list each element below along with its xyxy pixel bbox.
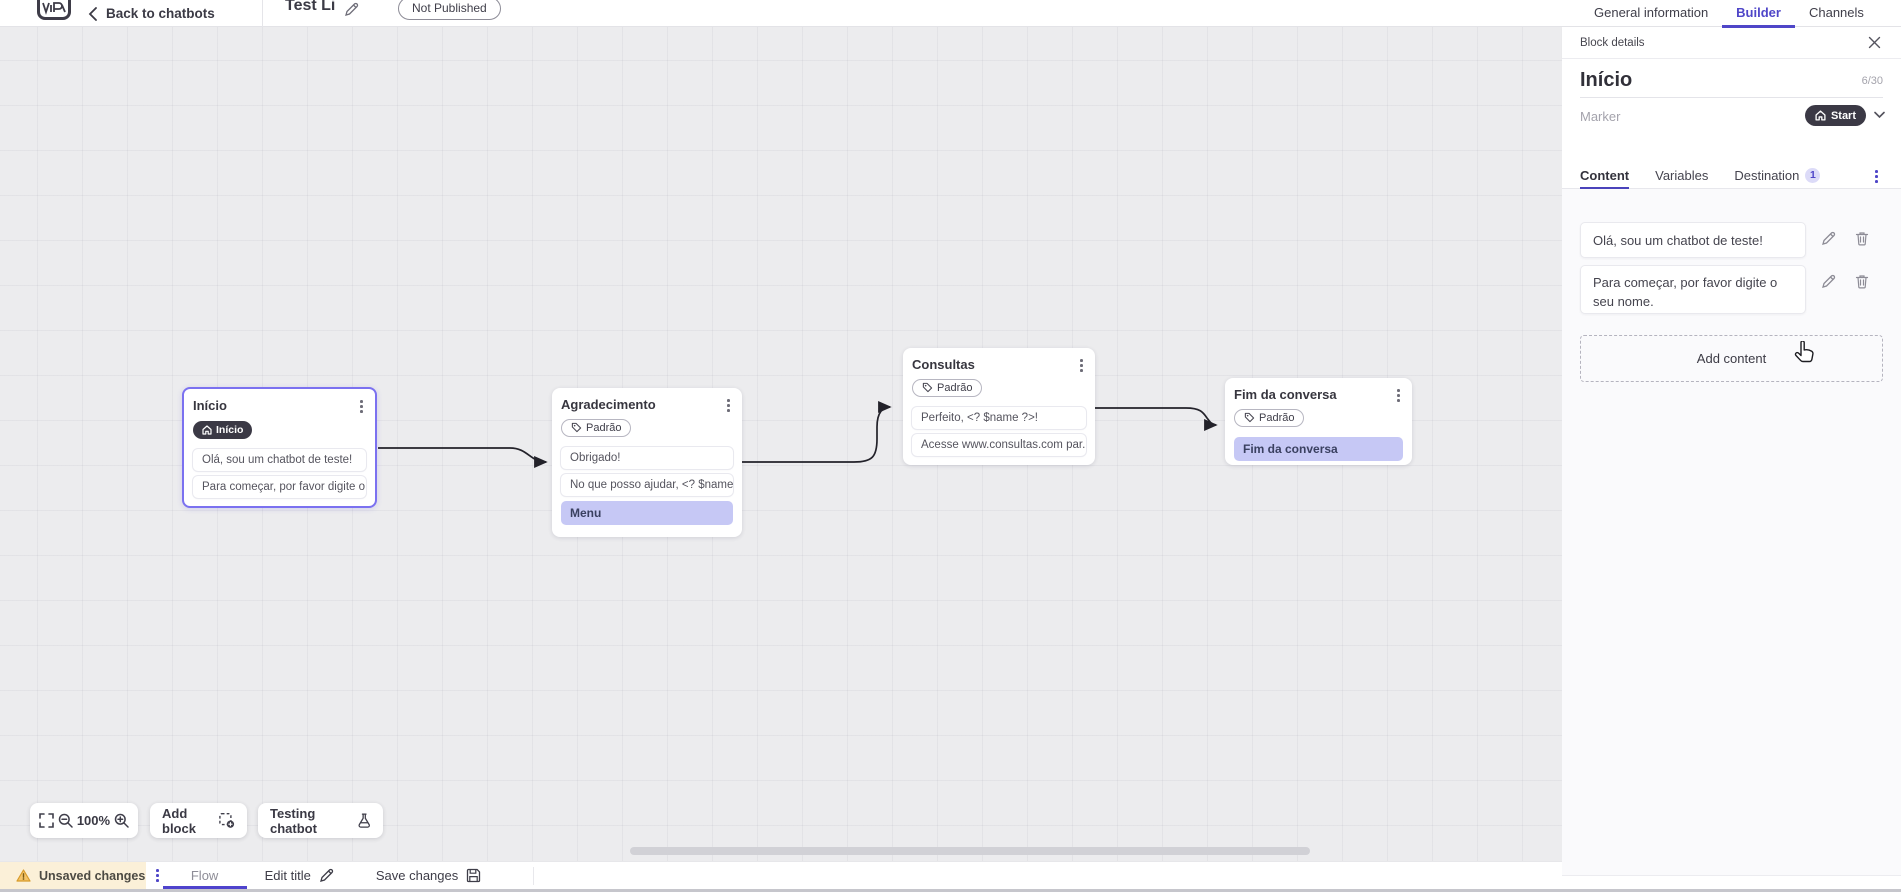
zoom-controls: 100% <box>30 803 138 838</box>
tag-icon <box>571 423 582 433</box>
edit-title-button[interactable]: Edit title <box>265 862 334 889</box>
edit-title-pencil-icon[interactable] <box>344 2 359 17</box>
node-title: Fim da conversa <box>1234 387 1337 402</box>
zoom-level: 100% <box>76 813 111 828</box>
node-message[interactable]: No que posso ajudar, <? $name ... <box>561 474 733 497</box>
marker-label: Marker <box>1580 109 1621 124</box>
tab-destination[interactable]: Destination 1 <box>1734 163 1821 189</box>
edit-message-icon[interactable] <box>1821 231 1836 246</box>
chevron-down-icon[interactable] <box>1874 111 1885 119</box>
save-icon <box>467 868 481 883</box>
statusbar-divider <box>533 866 535 885</box>
node-menu-icon[interactable] <box>1394 387 1403 404</box>
tag-badge: Padrão <box>1234 408 1305 427</box>
node-menu-icon[interactable] <box>724 397 733 414</box>
header-divider <box>262 0 263 27</box>
node-title: Início <box>193 398 227 413</box>
add-block-button[interactable]: Add block <box>150 803 247 838</box>
unsaved-changes-indicator: Unsaved changes <box>0 862 146 889</box>
tabs-menu-icon[interactable] <box>1872 168 1881 185</box>
save-changes-button[interactable]: Save changes <box>376 862 481 889</box>
home-icon <box>202 425 212 435</box>
horizontal-scrollbar[interactable] <box>630 847 1310 855</box>
flow-node-agradecimento[interactable]: Agradecimento Padrão Obrigado! No que po… <box>552 388 742 537</box>
tag-badge: Padrão <box>561 418 632 437</box>
node-button-end[interactable]: Fim da conversa <box>1234 437 1403 462</box>
start-marker-badge: Início <box>193 420 253 439</box>
tab-content[interactable]: Content <box>1580 163 1630 190</box>
status-badge: Not Published <box>398 0 501 20</box>
panel-footer <box>1562 875 1901 889</box>
block-name-input[interactable]: Início <box>1580 69 1633 91</box>
delete-message-icon[interactable] <box>1855 274 1869 289</box>
node-menu-icon[interactable] <box>1077 357 1086 374</box>
node-button-menu[interactable]: Menu <box>561 501 733 526</box>
app-logo-icon[interactable] <box>37 0 71 20</box>
close-icon[interactable] <box>1868 36 1881 49</box>
edit-message-icon[interactable] <box>1821 274 1836 289</box>
tab-channels[interactable]: Channels <box>1808 4 1864 20</box>
content-tab-panel: Olá, sou um chatbot de teste! Para começ… <box>1562 189 1901 892</box>
flow-node-fim[interactable]: Fim da conversa Padrão Fim da conversa <box>1225 378 1412 465</box>
marker-start-pill[interactable]: Start <box>1804 105 1866 126</box>
chatbot-title[interactable]: Test Li <box>285 0 336 14</box>
block-detail-tabs: Content Variables Destination 1 <box>1562 163 1901 190</box>
name-underline <box>1580 97 1883 98</box>
flow-node-consultas[interactable]: Consultas Padrão Perfeito, <? $name ?>! … <box>903 348 1095 465</box>
zoom-out-icon[interactable] <box>58 813 73 828</box>
node-message[interactable]: Perfeito, <? $name ?>! <box>912 407 1086 430</box>
node-menu-icon[interactable] <box>357 398 366 415</box>
tab-builder[interactable]: Builder <box>1722 0 1795 28</box>
node-message[interactable]: Para começar, por favor digite o ... <box>193 475 366 498</box>
back-to-chatbots-button[interactable]: Back to chatbots <box>88 0 215 27</box>
tag-icon <box>1244 413 1255 423</box>
message-card[interactable]: Para começar, por favor digite o seu nom… <box>1580 265 1806 314</box>
node-message[interactable]: Olá, sou um chatbot de teste! <box>193 448 366 471</box>
flask-icon <box>358 813 370 828</box>
destination-count-badge: 1 <box>1805 168 1821 183</box>
tab-variables[interactable]: Variables <box>1655 168 1709 183</box>
home-icon <box>1815 110 1826 121</box>
message-card[interactable]: Olá, sou um chatbot de teste! <box>1580 222 1806 258</box>
status-bar: Unsaved changes Flow Edit title Save cha… <box>0 861 1562 889</box>
node-title: Agradecimento <box>561 397 656 412</box>
fullscreen-icon[interactable] <box>39 813 54 828</box>
window-bottom-border <box>0 889 1901 892</box>
statusbar-menu-icon[interactable] <box>146 862 173 889</box>
block-details-bar: Block details <box>1562 27 1901 59</box>
back-label: Back to chatbots <box>106 6 215 21</box>
tab-general-information[interactable]: General information <box>1594 4 1709 20</box>
builder-tabs: General information Builder Channels <box>1562 0 1901 28</box>
tag-icon <box>922 383 933 393</box>
warning-icon <box>16 869 31 882</box>
node-message[interactable]: Acesse www.consultas.com par... <box>912 434 1086 457</box>
flow-canvas[interactable]: Início Início Olá, sou um chatbot de tes… <box>0 27 1562 861</box>
zoom-in-icon[interactable] <box>114 813 129 828</box>
add-block-icon <box>219 812 235 828</box>
tab-flow[interactable]: Flow <box>162 862 247 889</box>
testing-chatbot-button[interactable]: Testing chatbot <box>258 803 383 838</box>
pencil-icon <box>319 868 333 882</box>
node-title: Consultas <box>912 357 975 372</box>
tag-badge: Padrão <box>912 378 983 397</box>
back-chevron-icon <box>88 6 97 21</box>
delete-message-icon[interactable] <box>1855 231 1869 246</box>
block-details-title: Block details <box>1580 36 1645 49</box>
add-content-button[interactable]: Add content <box>1580 335 1883 382</box>
name-char-counter: 6/30 <box>1861 75 1883 87</box>
top-bar: Back to chatbots Test Li Not Published <box>0 0 1562 27</box>
node-message[interactable]: Obrigado! <box>561 447 733 470</box>
flow-node-inicio[interactable]: Início Início Olá, sou um chatbot de tes… <box>182 387 377 508</box>
block-details-panel: General information Builder Channels Blo… <box>1562 0 1901 892</box>
block-header: Início 6/30 Marker Start <box>1562 59 1901 163</box>
